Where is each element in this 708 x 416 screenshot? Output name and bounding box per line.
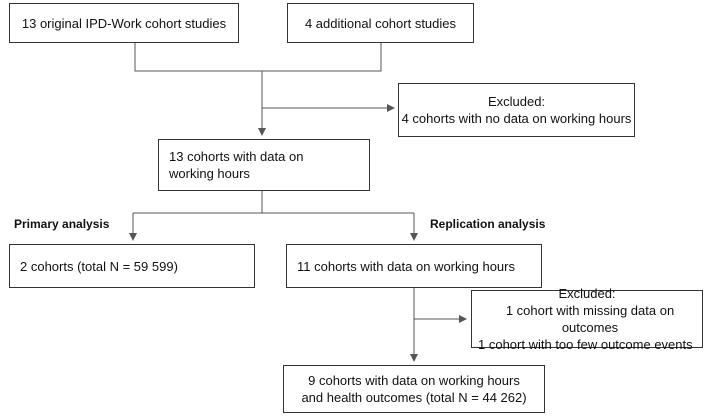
final-box: 9 cohorts with data on working hours and… [283,365,545,413]
excluded-1-line: 4 cohorts with no data on working hours [401,111,632,126]
original-cohorts-box: 13 original IPD-Work cohort studies [9,3,239,43]
primary-analysis-label: Primary analysis [14,217,110,231]
additional-cohorts-text: 4 additional cohort studies [304,15,457,31]
excluded-box-2: Excluded: 1 cohort with missing data on … [471,286,703,352]
cohorts-13-text: 13 cohorts with data on working hours [169,149,304,181]
final-line-2: and health outcomes (total N = 44 262) [301,390,527,405]
cohorts-11-text: 11 cohorts with data on working hours [297,258,515,274]
excluded-2-heading: Excluded: [558,286,616,301]
cohorts-11-box: 11 cohorts with data on working hours [286,244,542,288]
replication-analysis-label: Replication analysis [430,217,546,231]
primary-result-box: 2 cohorts (total N = 59 599) [9,244,255,288]
excluded-2-line-1: 1 cohort with missing data on outcomes [505,303,675,335]
cohorts-13-box: 13 cohorts with data on working hours [158,139,370,191]
primary-result-text: 2 cohorts (total N = 59 599) [20,258,178,274]
merge-line [134,43,382,72]
split-line [133,191,263,214]
additional-cohorts-box: 4 additional cohort studies [287,3,474,43]
excluded-1-heading: Excluded: [487,94,546,109]
excluded-2-line-2: 1 cohort with too few outcome events [478,337,693,352]
original-cohorts-text: 13 original IPD-Work cohort studies [21,15,227,31]
final-line-1: 9 cohorts with data on working hours [308,373,520,388]
excluded-box-1: Excluded: 4 cohorts with no data on work… [398,83,635,137]
